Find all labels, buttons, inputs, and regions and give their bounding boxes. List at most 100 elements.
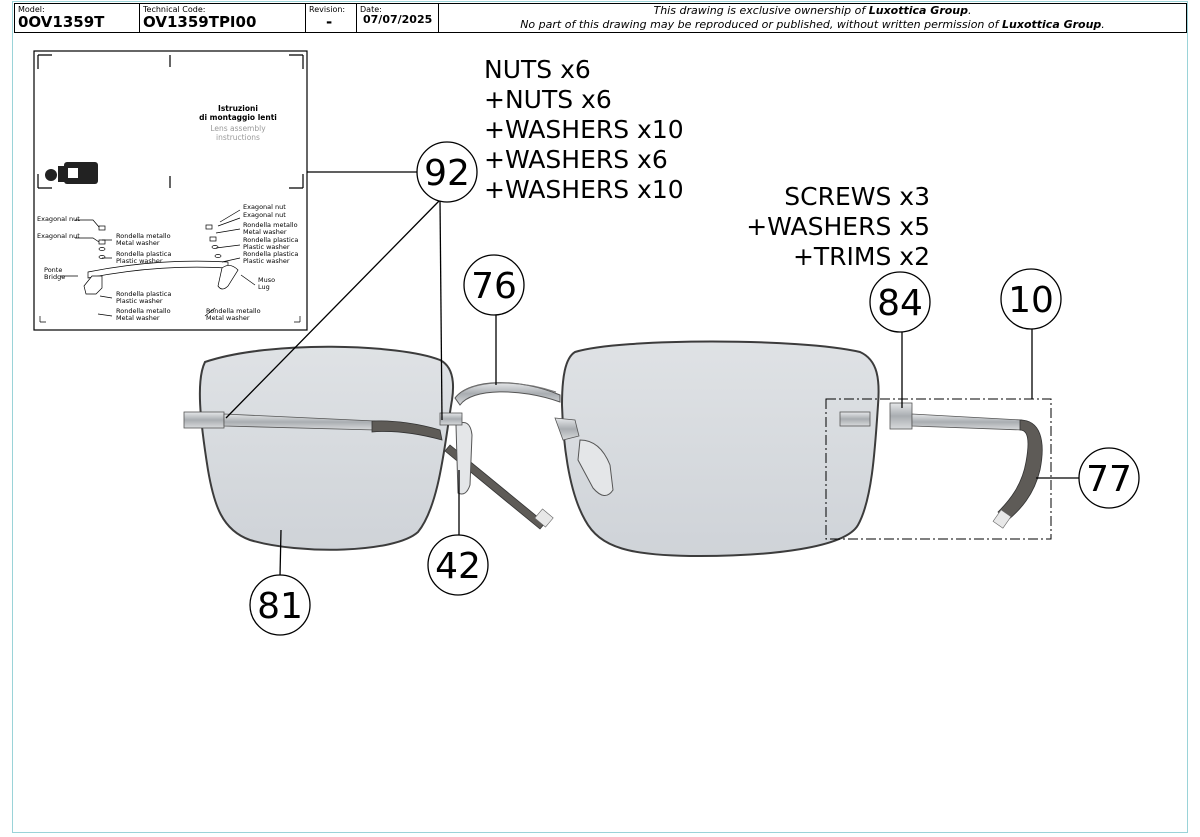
inset-title-en-2: instructions xyxy=(216,133,260,142)
inset-label: Lug xyxy=(258,283,270,291)
right-nose-pad xyxy=(577,439,614,496)
inset-frame xyxy=(33,50,308,331)
technical-code-label: Technical Code: xyxy=(143,5,206,14)
right-pad-arm xyxy=(554,417,580,441)
bubble-77-label: 77 xyxy=(1086,459,1132,500)
inset-title-it-1: Istruzioni xyxy=(218,104,258,113)
kit-92-line: +NUTS x6 xyxy=(484,85,612,114)
inset-label: Plastic washer xyxy=(243,243,290,251)
inset-label: Plastic washer xyxy=(116,297,163,305)
inset-label: Metal washer xyxy=(116,314,160,322)
right-temple-arm xyxy=(911,413,1023,431)
inset-label: Rondella metallo xyxy=(116,232,171,240)
inset-label: Exagonal nut xyxy=(37,215,80,223)
far-temple-end-cap xyxy=(534,508,554,528)
right-hinge xyxy=(839,411,871,427)
left-hinge xyxy=(183,411,225,429)
left-endpiece xyxy=(439,412,463,426)
kit-84-line: +WASHERS x5 xyxy=(746,212,930,241)
date-cell: Date: 07/07/2025 xyxy=(357,4,439,32)
bubble-77: 77 xyxy=(1078,447,1140,509)
bubble-84: 84 xyxy=(869,271,931,333)
ownership-note-line-1: This drawing is exclusive ownership of L… xyxy=(653,4,972,17)
eyewear-drawing xyxy=(183,340,1052,558)
leader-81 xyxy=(279,529,282,577)
kit-92-line: NUTS x6 xyxy=(484,55,591,84)
inset-label: Exagonal nut xyxy=(243,203,286,211)
date-value: 07/07/2025 xyxy=(363,13,433,26)
technical-code-cell: Technical Code: OV1359TPI00 xyxy=(140,4,306,32)
inset-label: Rondella metallo xyxy=(116,307,171,315)
inset-label: Rondella plastica xyxy=(116,290,171,298)
bubble-76-label: 76 xyxy=(471,266,517,307)
inset-label: Rondella plastica xyxy=(116,250,171,258)
model-value: 0OV1359T xyxy=(18,13,105,31)
revision-label: Revision: xyxy=(309,5,346,14)
inset-label: Rondella metallo xyxy=(206,307,261,315)
inset-label: Rondella metallo xyxy=(243,221,298,229)
inset-label: Exagonal nut xyxy=(37,232,80,240)
leader-92-right xyxy=(439,199,443,421)
bridge-top-bar xyxy=(461,382,557,393)
bridge xyxy=(454,382,561,406)
callout-bubbles: 92 76 84 10 77 42 81 xyxy=(249,141,1140,636)
revision-value: - xyxy=(326,13,333,31)
tool-icon xyxy=(45,162,98,184)
kit-92-line: +WASHERS x10 xyxy=(484,175,684,204)
inset-left-labels: Exagonal nut Exagonal nut Rondella metal… xyxy=(37,215,171,322)
bubble-92: 92 xyxy=(416,141,478,203)
right-temple-end-cap xyxy=(992,509,1012,529)
inset-label: Rondella plastica xyxy=(243,236,298,244)
hinge-screw-assembly xyxy=(889,402,913,430)
inset-title-en-1: Lens assembly xyxy=(210,124,266,133)
inset-label: Metal washer xyxy=(243,228,287,236)
inset-title-it-2: di montaggio lenti xyxy=(199,113,277,122)
bubble-92-label: 92 xyxy=(424,153,470,194)
leader-92-left xyxy=(225,199,441,419)
inset-right-labels: Exagonal nut Exagonal nut Rondella metal… xyxy=(206,203,298,322)
left-temple-tip xyxy=(371,420,443,441)
kit-92-line: +WASHERS x6 xyxy=(484,145,668,174)
inset-label: Muso xyxy=(258,276,275,284)
model-cell: Model: 0OV1359T xyxy=(15,4,140,32)
bubble-81: 81 xyxy=(249,574,311,636)
inset-label: Plastic washer xyxy=(243,257,290,265)
ownership-note-line-2: No part of this drawing may be reproduce… xyxy=(520,18,1105,31)
leader-lines xyxy=(225,199,1080,577)
title-block: Model: 0OV1359T Technical Code: OV1359TP… xyxy=(14,3,1187,33)
bubble-10-label: 10 xyxy=(1008,280,1054,321)
technical-code-value: OV1359TPI00 xyxy=(143,13,257,31)
inset-label: Plastic washer xyxy=(116,257,163,265)
inset-label: Metal washer xyxy=(116,239,160,247)
bubble-10: 10 xyxy=(1000,268,1062,330)
inset-label: Bridge xyxy=(44,273,65,281)
right-lens xyxy=(560,340,880,558)
inset-label: Metal washer xyxy=(206,314,250,322)
bubble-84-label: 84 xyxy=(877,283,923,324)
kit-92-contents: NUTS x6 +NUTS x6 +WASHERS x10 +WASHERS x… xyxy=(484,55,684,204)
revision-cell: Revision: - xyxy=(306,4,357,32)
drawing-sheet-border xyxy=(12,1,1188,833)
kit-84-line: +TRIMS x2 xyxy=(793,242,930,271)
exploded-temple-box xyxy=(825,398,1052,540)
bubble-42: 42 xyxy=(427,534,489,596)
date-label: Date: xyxy=(360,5,382,14)
lens-assembly-inset: Istruzioni di montaggio lenti Lens assem… xyxy=(33,50,308,331)
model-label: Model: xyxy=(18,5,45,14)
left-lens xyxy=(198,345,455,551)
ownership-note: This drawing is exclusive ownership of L… xyxy=(439,4,1186,32)
right-temple-tip xyxy=(997,419,1043,521)
left-nose-pad xyxy=(455,422,473,495)
inset-label: Rondella plastica xyxy=(243,250,298,258)
inset-assembly-drawing xyxy=(39,209,301,323)
inset-label: Ponte xyxy=(44,266,62,274)
bubble-42-label: 42 xyxy=(435,546,481,587)
kit-92-line: +WASHERS x10 xyxy=(484,115,684,144)
kit-84-line: SCREWS x3 xyxy=(784,182,930,211)
inset-crop-marks xyxy=(37,54,304,189)
bubble-81-label: 81 xyxy=(257,586,303,627)
bubble-76: 76 xyxy=(463,254,525,316)
inset-label: Exagonal nut xyxy=(243,211,286,219)
kit-84-contents: SCREWS x3 +WASHERS x5 +TRIMS x2 xyxy=(746,182,930,271)
